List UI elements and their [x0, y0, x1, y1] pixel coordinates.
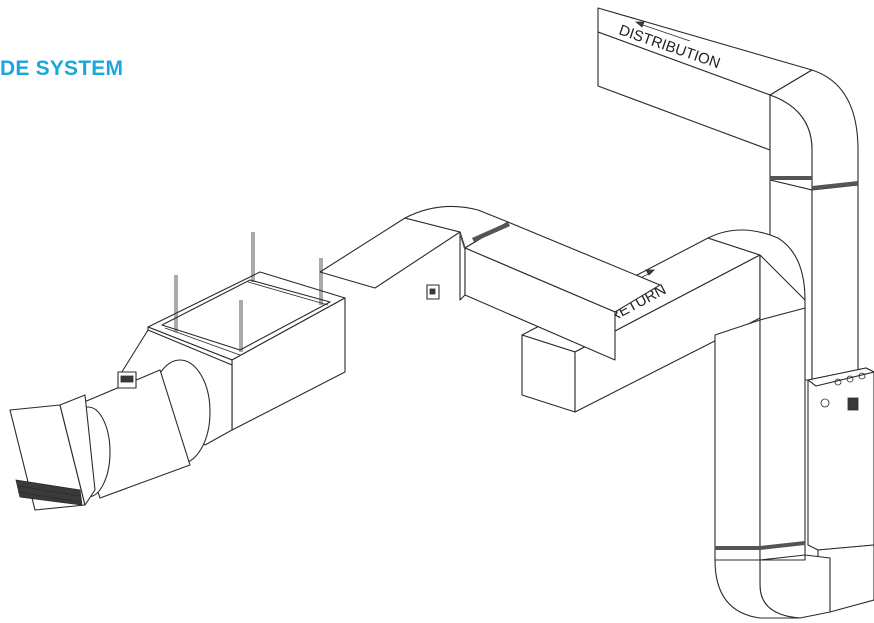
wall-hood: [9, 394, 96, 511]
supply-duct-middle: [319, 205, 661, 361]
page-heading: DE SYSTEM: [0, 57, 124, 80]
hvac-cabinet: [807, 367, 874, 613]
cabinet-vent-icon: [847, 397, 859, 411]
